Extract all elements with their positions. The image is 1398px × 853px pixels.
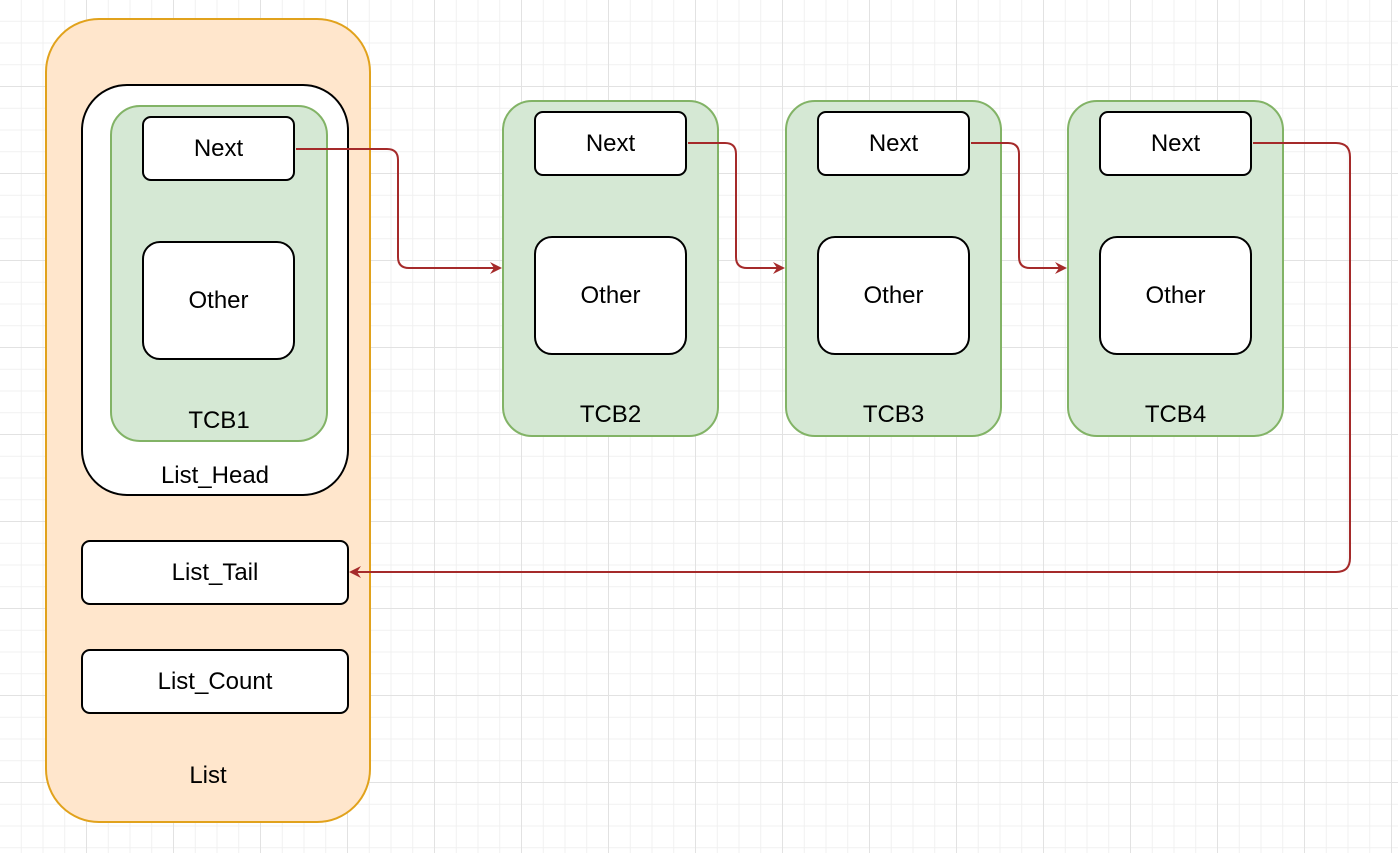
tcb3-other-field[interactable]: Other [817,236,970,355]
tcb1-other-label: Other [188,286,249,314]
tcb1-next-field[interactable]: Next [142,116,295,181]
edge-tcb4-next-to-list-tail[interactable] [349,142,1351,578]
tcb2-next-label: Next [585,129,636,157]
tcb1-other-field[interactable]: Other [142,241,295,360]
edge-tcb3-next-to-tcb4[interactable] [971,142,1067,274]
list-count-label: List_Count [157,667,273,695]
list-head-label: List_Head [160,462,270,489]
tcb3-next-field[interactable]: Next [817,111,970,176]
list-label: List [189,762,227,789]
tcb3-label: TCB3 [862,401,925,428]
tcb4-label: TCB4 [1144,401,1207,428]
edge-tcb1-next-to-tcb2[interactable] [296,148,502,274]
tcb3-other-label: Other [863,281,924,309]
tcb2-other-label: Other [580,281,641,309]
tcb3-next-label: Next [868,129,919,157]
tcb4-other-field[interactable]: Other [1099,236,1252,355]
tcb1-label: TCB1 [188,407,250,434]
tcb4-other-label: Other [1145,281,1206,309]
tcb2-other-field[interactable]: Other [534,236,687,355]
list-tail-field[interactable]: List_Tail [81,540,349,605]
edge-tcb2-next-to-tcb3[interactable] [688,142,785,274]
tcb2-label: TCB2 [579,401,642,428]
tcb4-next-field[interactable]: Next [1099,111,1252,176]
tcb1-next-label: Next [193,134,244,162]
list-tail-label: List_Tail [171,558,259,586]
list-count-field[interactable]: List_Count [81,649,349,714]
tcb4-next-label: Next [1150,129,1201,157]
tcb2-next-field[interactable]: Next [534,111,687,176]
